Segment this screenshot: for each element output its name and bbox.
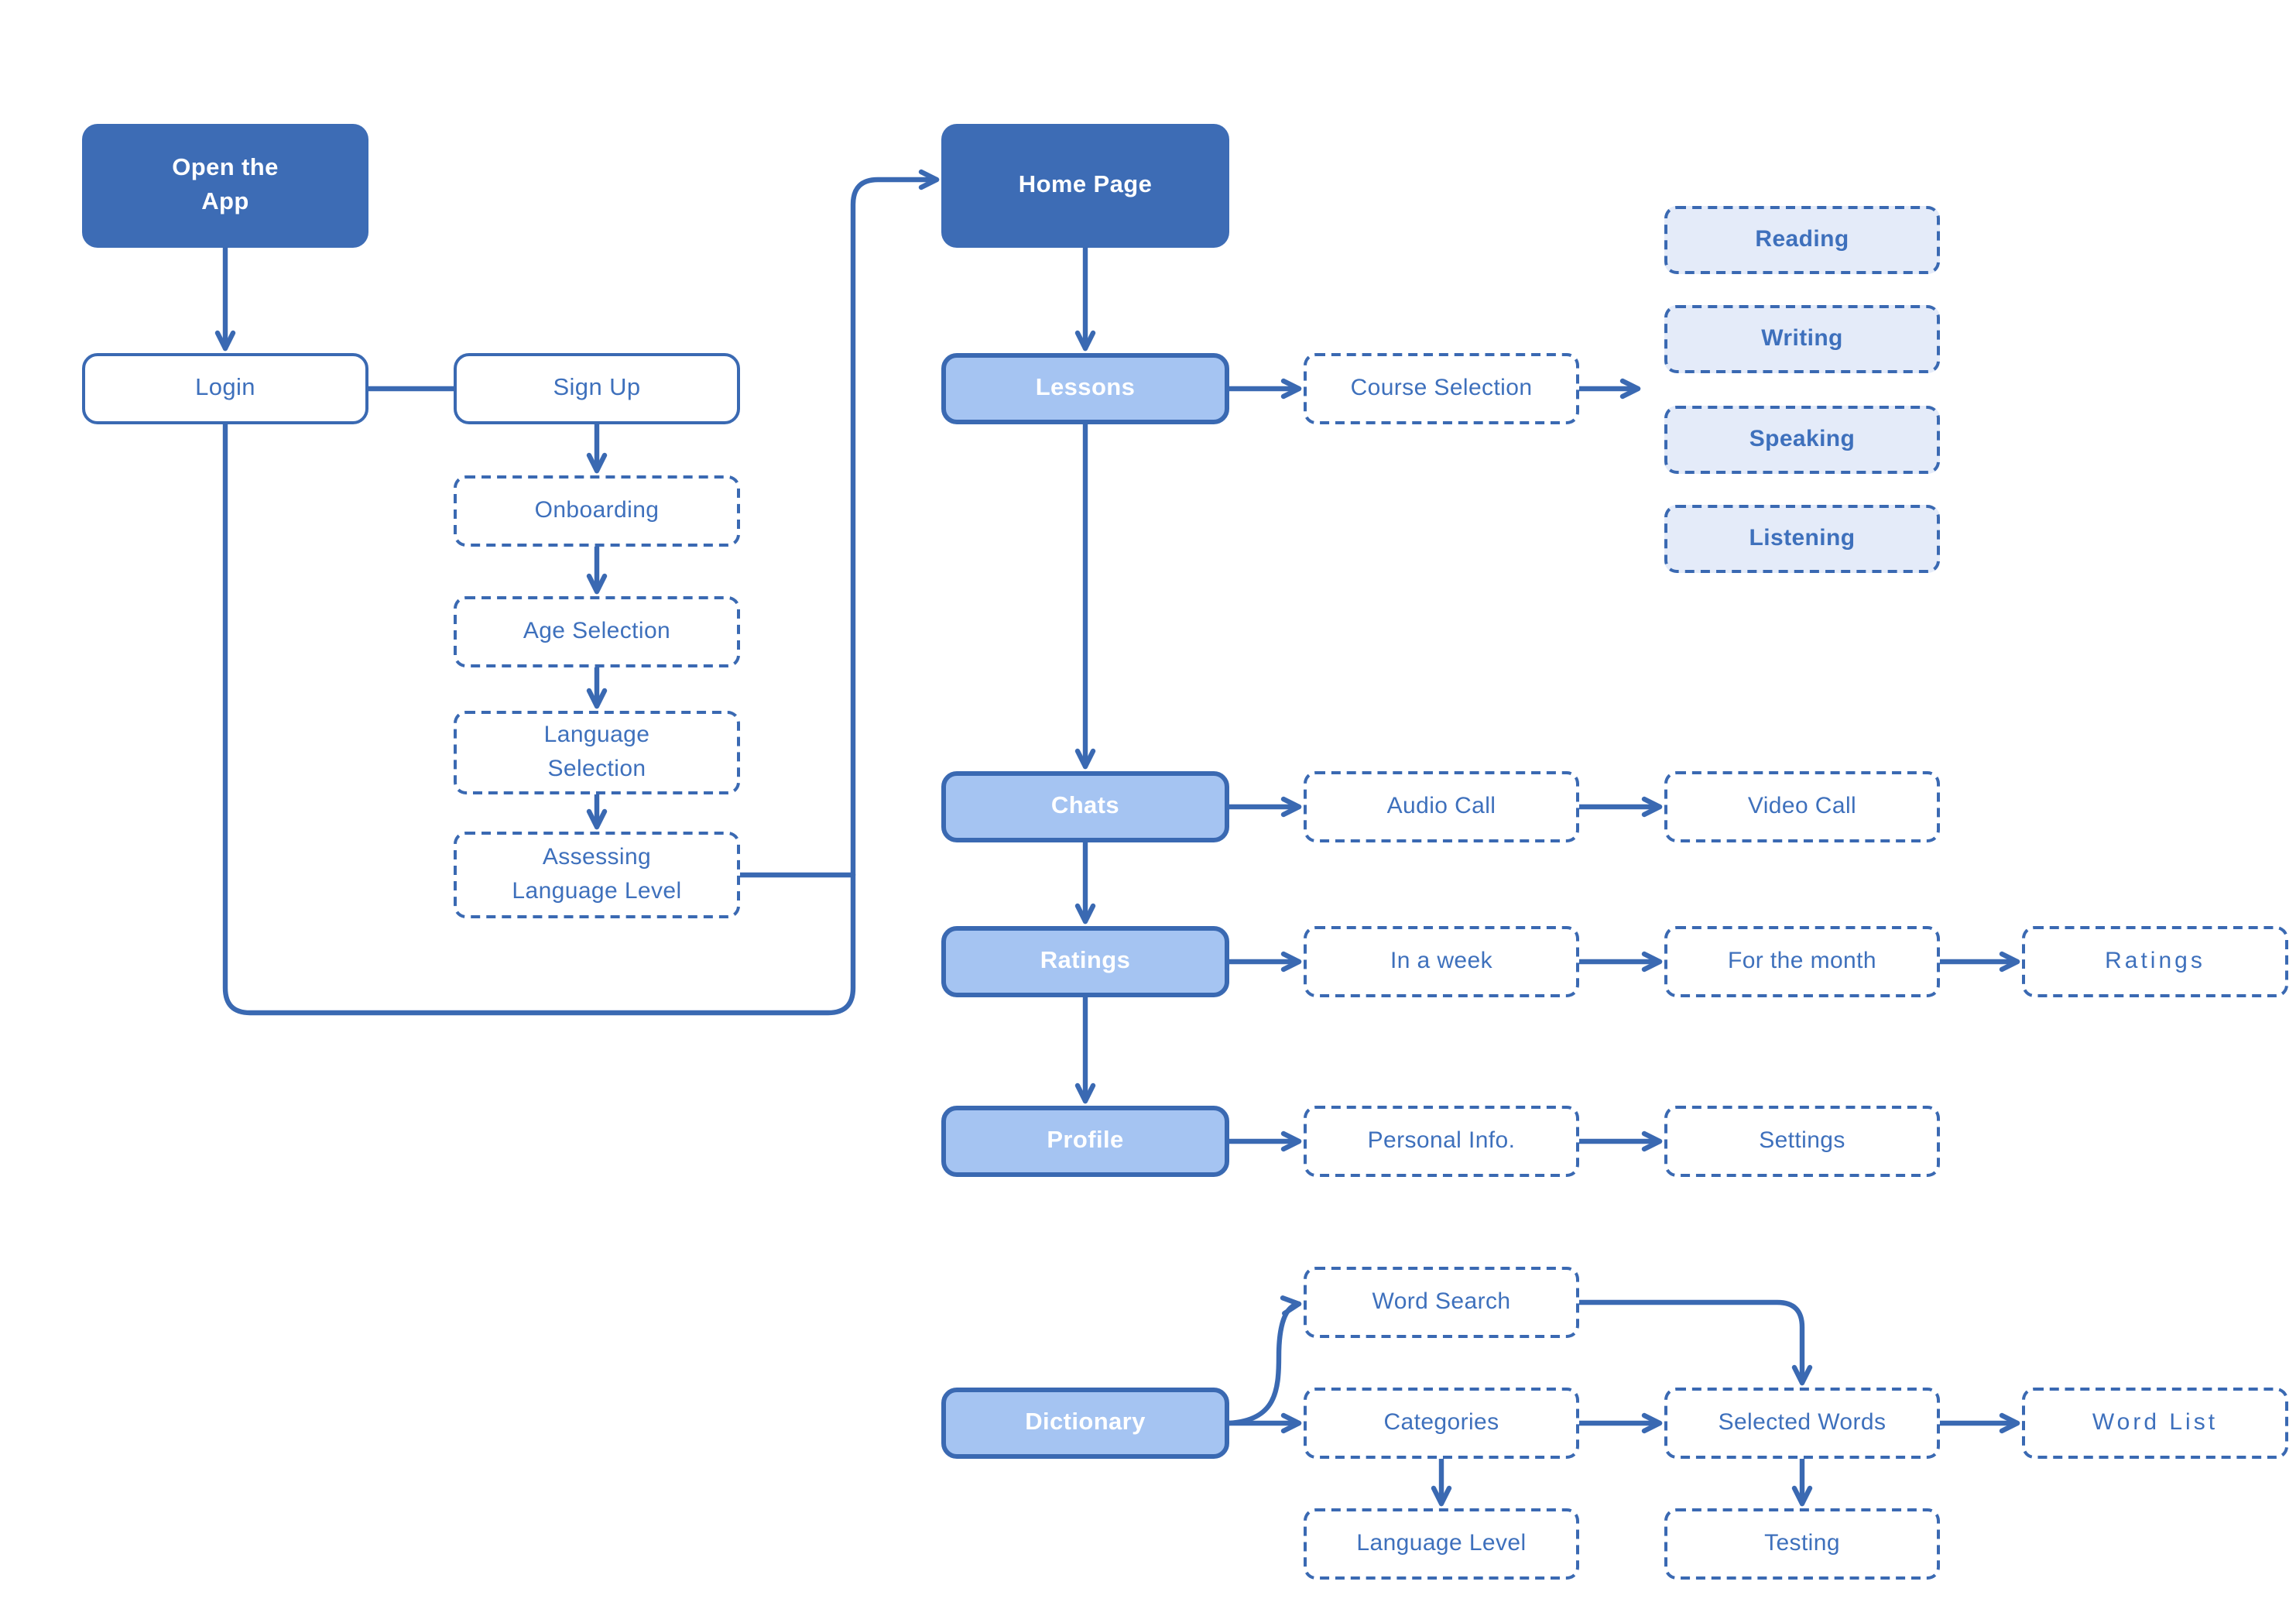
- node-label: Reading: [1755, 226, 1849, 253]
- node-label: Speaking: [1749, 426, 1856, 453]
- node-label: Testing: [1764, 1530, 1840, 1557]
- node-label: Word List: [2092, 1409, 2219, 1436]
- node-label: Selection: [547, 756, 646, 782]
- edge-dictionary-word-search: [1226, 1295, 1302, 1426]
- course-selection-node: Course Selection: [1304, 353, 1579, 424]
- word-list-node: Word List: [2022, 1388, 2288, 1459]
- selected-words-node: Selected Words: [1664, 1388, 1940, 1459]
- in-a-week-node: In a week: [1304, 926, 1579, 997]
- categories-node: Categories: [1304, 1388, 1579, 1459]
- node-label: App: [201, 189, 249, 215]
- listening-node: Listening: [1664, 505, 1940, 573]
- home-page-node: Home Page: [941, 124, 1229, 248]
- node-label: Assessing: [542, 844, 652, 871]
- word-search-node: Word Search: [1304, 1267, 1579, 1338]
- node-label: Age Selection: [523, 618, 671, 645]
- node-label: Open the: [172, 154, 279, 181]
- writing-node: Writing: [1664, 305, 1940, 373]
- language-level-node: Language Level: [1304, 1508, 1579, 1580]
- node-label: Home Page: [1018, 171, 1153, 198]
- for-the-month-node: For the month: [1664, 926, 1940, 997]
- edge-login-home-page-loop: [222, 169, 940, 1016]
- ratings-node: Ratings: [941, 926, 1229, 997]
- login-node: Login: [82, 353, 368, 424]
- node-label: Ratings: [1040, 947, 1131, 974]
- node-label: Writing: [1761, 325, 1843, 352]
- chats-node: Chats: [941, 771, 1229, 842]
- language-selection-node: Language Selection: [454, 711, 740, 794]
- node-label: Lessons: [1035, 374, 1136, 401]
- node-label: Listening: [1749, 525, 1856, 552]
- node-label: For the month: [1728, 948, 1876, 975]
- node-label: Language Level: [512, 878, 682, 904]
- open-the-app-node: Open the App: [82, 124, 368, 248]
- node-label: Video Call: [1747, 793, 1857, 820]
- ratings-overview-node: Ratings: [2022, 926, 2288, 997]
- node-label: Chats: [1050, 792, 1120, 819]
- reading-node: Reading: [1664, 206, 1940, 274]
- settings-node: Settings: [1664, 1106, 1940, 1177]
- node-label: Language: [543, 722, 650, 749]
- testing-node: Testing: [1664, 1508, 1940, 1580]
- node-label: Word Search: [1372, 1288, 1511, 1316]
- node-label: Sign Up: [553, 374, 641, 401]
- lessons-node: Lessons: [941, 353, 1229, 424]
- node-label: Dictionary: [1025, 1408, 1146, 1436]
- node-label: Settings: [1759, 1127, 1845, 1154]
- node-label: Onboarding: [534, 497, 660, 524]
- sign-up-node: Sign Up: [454, 353, 740, 424]
- node-label: Audio Call: [1386, 793, 1496, 820]
- node-label: Course Selection: [1350, 375, 1533, 402]
- speaking-node: Speaking: [1664, 406, 1940, 474]
- node-label: Ratings: [2105, 948, 2205, 975]
- edge-word-search-selected-words: [1576, 1299, 1813, 1386]
- age-selection-node: Age Selection: [454, 596, 740, 667]
- node-label: In a week: [1390, 948, 1492, 975]
- node-label: Categories: [1383, 1409, 1499, 1436]
- profile-node: Profile: [941, 1106, 1229, 1177]
- onboarding-node: Onboarding: [454, 475, 740, 547]
- node-label: Personal Info.: [1367, 1127, 1516, 1154]
- assessing-language-level-node: Assessing Language Level: [454, 832, 740, 918]
- video-call-node: Video Call: [1664, 771, 1940, 842]
- node-label: Login: [195, 374, 255, 401]
- audio-call-node: Audio Call: [1304, 771, 1579, 842]
- dictionary-node: Dictionary: [941, 1388, 1229, 1459]
- personal-info-node: Personal Info.: [1304, 1106, 1579, 1177]
- node-label: Selected Words: [1718, 1409, 1886, 1436]
- node-label: Profile: [1047, 1127, 1124, 1154]
- node-label: Language Level: [1356, 1530, 1527, 1557]
